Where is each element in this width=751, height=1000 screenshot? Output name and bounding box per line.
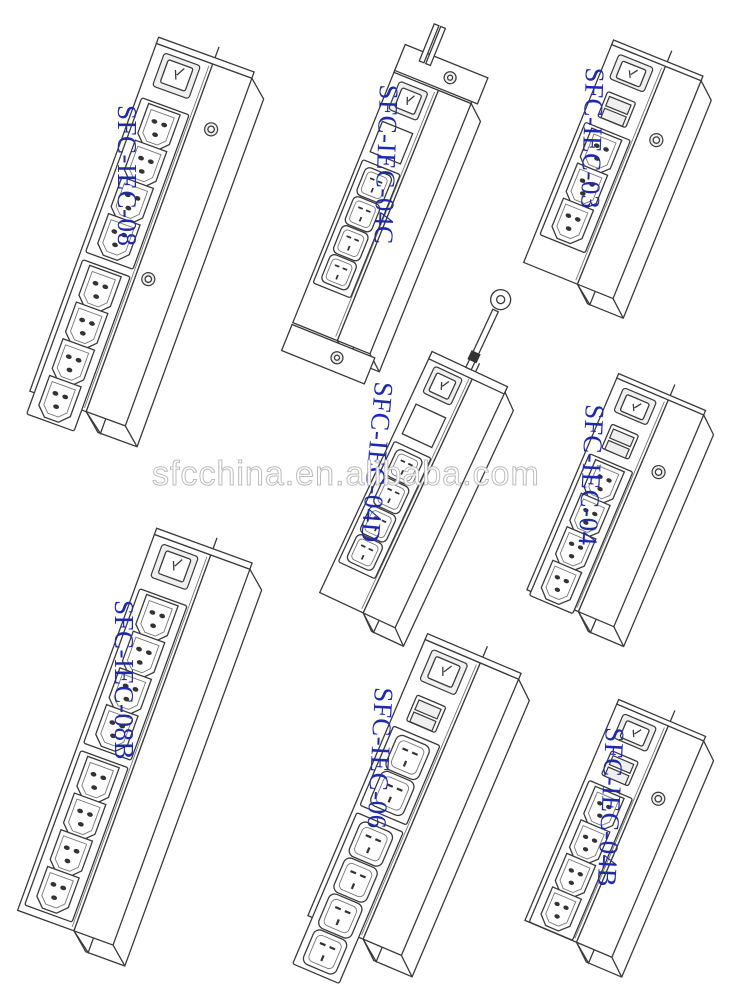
end-cap <box>155 36 255 80</box>
ground-wire-ring-terminal <box>427 288 512 395</box>
outlet-c19-icon <box>385 734 430 781</box>
model-label: SFC-IEC-03 <box>575 67 610 210</box>
power-inlet-c20-icon <box>422 366 463 406</box>
model-label: SFC-IEC-04C <box>368 84 404 246</box>
power-inlet-c20-icon <box>419 649 468 695</box>
power-inlet-c20-icon <box>609 54 654 93</box>
outlet-c19-icon <box>356 167 393 204</box>
outlet-c19-icon <box>359 505 397 543</box>
pdu-drawing-sfc-iec-04b <box>474 675 715 984</box>
outlet-c13-icon <box>76 755 121 804</box>
outlet-c19-icon <box>318 893 363 939</box>
pdu-drawing-sfc-iec-08 <box>0 15 265 455</box>
outlet-c13-icon <box>540 886 583 932</box>
power-inlet-c14-icon <box>152 53 201 99</box>
outlet-c19-icon <box>386 449 423 486</box>
outlet-bank <box>529 453 633 614</box>
outlet-bank <box>292 725 441 984</box>
outlet-c19-icon <box>302 929 348 975</box>
rocker-switch-icon <box>597 91 636 128</box>
outlet-c13-icon <box>551 197 595 245</box>
model-label: SFC-IEC-08B <box>109 600 139 761</box>
outlet-c13-icon <box>540 559 583 605</box>
outlet-c19-icon <box>321 254 357 291</box>
mounting-ear <box>393 43 489 105</box>
end-cap <box>153 527 253 571</box>
blank-panel <box>369 120 414 165</box>
outlet-bank <box>26 97 190 432</box>
outlet-c13-icon <box>38 374 82 423</box>
pdu-drawing-sfc-iec-06 <box>254 610 530 984</box>
outlet-c19-icon <box>370 770 415 817</box>
outlet-bank <box>529 780 633 941</box>
outlet-c13-icon <box>97 212 141 262</box>
ground-stud-icon <box>651 791 666 806</box>
power-inlet-c14-icon <box>613 387 657 425</box>
outlet-c13-icon <box>554 852 597 899</box>
rocker-switch-icon <box>601 423 639 460</box>
outlet-c13-icon <box>579 127 623 175</box>
pdu-drawing-sfc-iec-03 <box>473 16 712 326</box>
outlet-c19-icon <box>344 196 381 233</box>
mounting-ear <box>280 323 376 385</box>
outlet-c19-icon <box>373 477 410 515</box>
outlet-c13-icon <box>36 865 80 914</box>
outlet-c13-icon <box>110 176 155 225</box>
end-cap <box>424 632 522 681</box>
model-label: SFC-IEC-04B <box>591 726 630 888</box>
pdu-drawing-sfc-iec-04d <box>271 288 514 653</box>
outlet-c19-icon <box>346 534 384 571</box>
outlet-c13-icon <box>123 139 168 188</box>
outlet-bank <box>338 441 432 579</box>
ground-stud-icon <box>649 133 664 148</box>
outlet-c19-icon <box>332 225 369 262</box>
ground-stud-icon <box>204 122 219 137</box>
power-inlet-c20-icon <box>388 81 428 121</box>
end-cap <box>615 372 707 416</box>
blank-panel <box>401 403 447 449</box>
rocker-switch-icon <box>406 694 447 733</box>
outlet-c13-icon <box>95 703 139 753</box>
outlet-bank <box>539 122 631 253</box>
outlet-bank <box>24 588 188 923</box>
outlet-c19-icon <box>333 857 378 903</box>
pdu-drawing-sfc-iec-08b <box>0 506 263 974</box>
outlet-c13-icon <box>51 337 96 387</box>
pdu-drawing-sfc-iec-04c <box>245 23 489 385</box>
rocker-switch-icon <box>601 750 639 787</box>
model-label: SFC-IEC-06 <box>361 686 399 830</box>
end-cap <box>610 39 704 82</box>
cable-tail <box>418 23 447 67</box>
outlet-c13-icon <box>135 593 179 642</box>
ground-stud-icon <box>651 465 666 480</box>
power-inlet-c20-icon <box>613 713 657 752</box>
outlet-c19-icon <box>348 821 394 867</box>
outlet-bank <box>312 159 401 299</box>
outlet-c13-icon <box>108 667 153 716</box>
model-label: SFC-IEC-04 <box>572 403 610 547</box>
outlet-c13-icon <box>568 818 611 865</box>
pdu-drawing-sfc-iec-04 <box>476 349 715 653</box>
ground-stud-icon <box>141 272 156 287</box>
end-cap <box>615 698 707 742</box>
outlet-c13-icon <box>583 458 626 505</box>
model-label: SFC-IEC-08 <box>112 105 142 247</box>
power-inlet-c14-icon <box>150 544 199 590</box>
